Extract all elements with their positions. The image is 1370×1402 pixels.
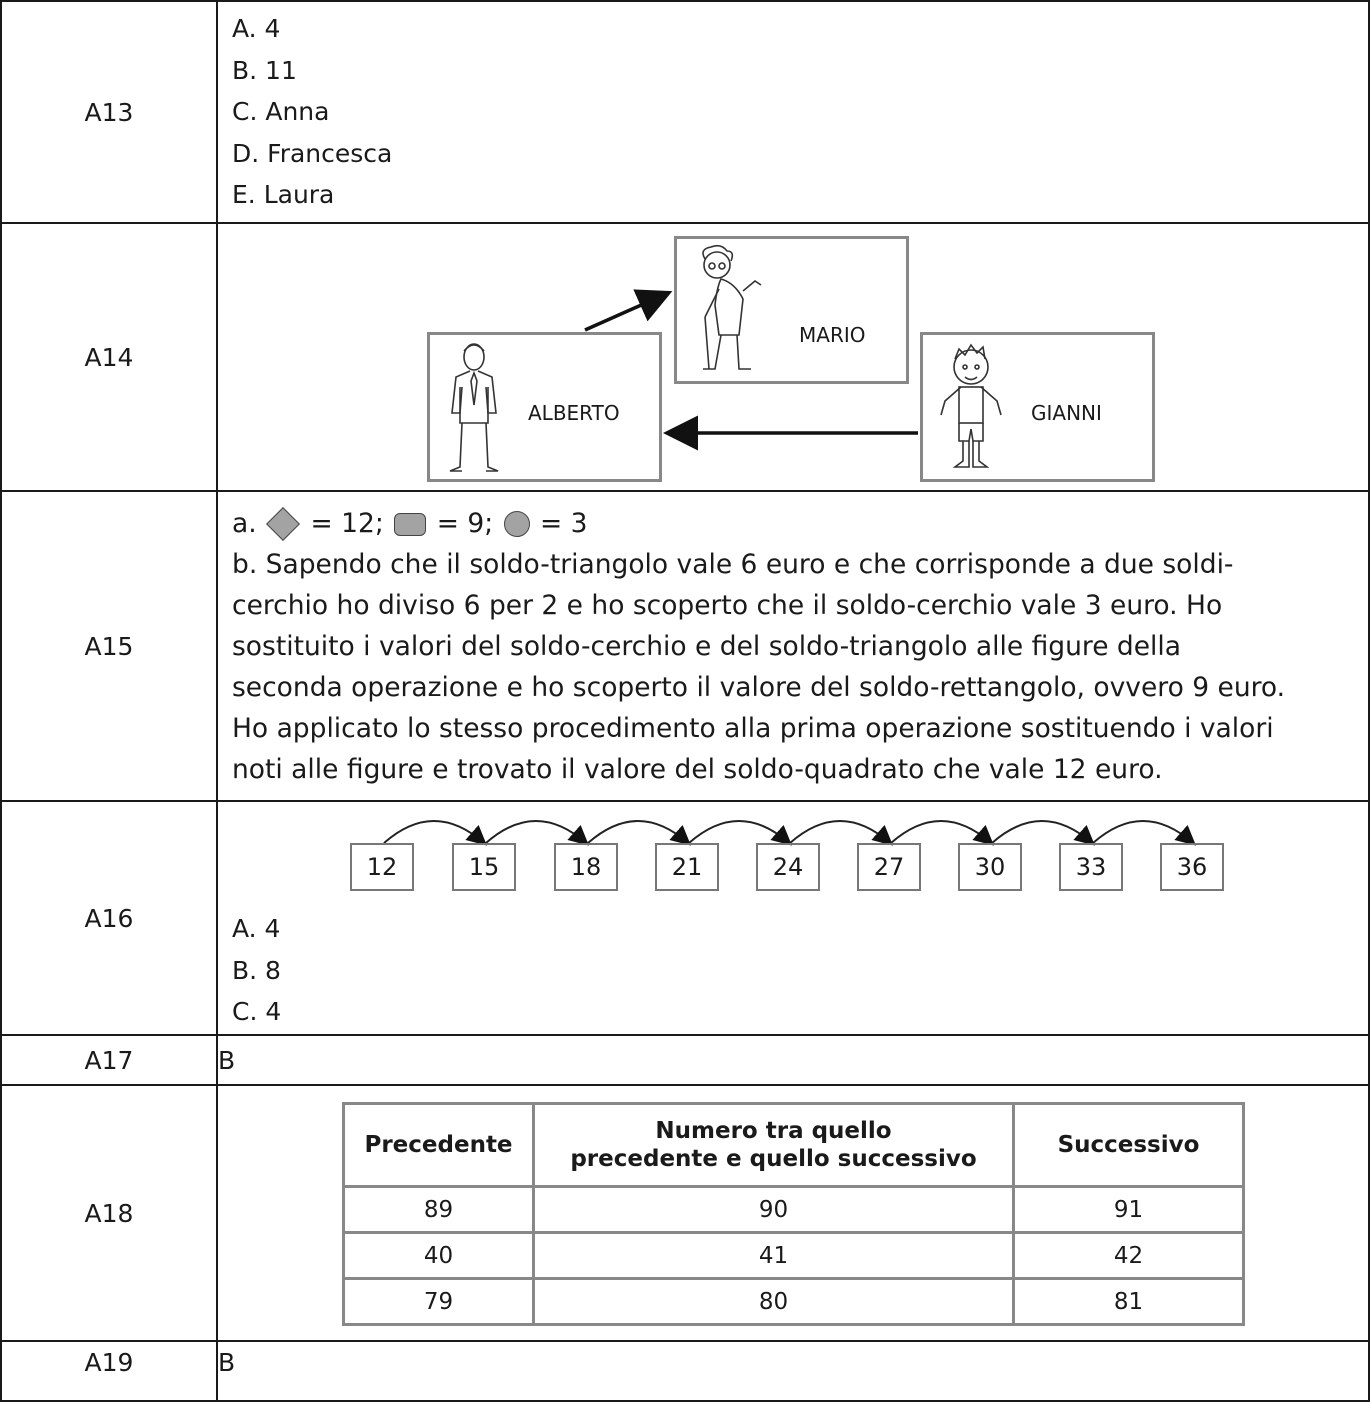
table-cell: 90 bbox=[532, 1185, 1015, 1234]
table-row: 40 41 42 bbox=[342, 1231, 1245, 1280]
man-icon bbox=[449, 343, 499, 472]
option: C. Anna bbox=[232, 97, 330, 127]
number-table: Precedente Numero tra quello precedente … bbox=[342, 1102, 1245, 1326]
sequence-number: 36 bbox=[1160, 843, 1224, 891]
rectangle-shape-icon bbox=[394, 512, 427, 536]
boy-icon bbox=[940, 343, 1002, 468]
paragraph-line: seconda operazione e ho scoperto il valo… bbox=[232, 671, 1286, 703]
row-content: a. = 12; = 9; = 3 b. Sapendo che il sold… bbox=[216, 490, 1370, 802]
row-label: A13 bbox=[0, 0, 218, 224]
paragraph-line: sostituito i valori del soldo-cerchio e … bbox=[232, 630, 1182, 662]
sequence-number: 21 bbox=[655, 843, 719, 891]
table-header-row: Precedente Numero tra quello precedente … bbox=[342, 1102, 1245, 1188]
table-cell: 79 bbox=[342, 1277, 535, 1326]
header-between: Numero tra quello precedente e quello su… bbox=[532, 1102, 1015, 1188]
row-content: A. 4 B. 8 C. 4 bbox=[216, 800, 1370, 1036]
sequence-number: 30 bbox=[958, 843, 1022, 891]
table-cell: 91 bbox=[1012, 1185, 1245, 1234]
answer: B bbox=[216, 1034, 1370, 1086]
sequence-number: 27 bbox=[857, 843, 921, 891]
row-label: A17 bbox=[0, 1034, 218, 1086]
sequence-number: 12 bbox=[350, 843, 414, 891]
option: A. 4 bbox=[232, 914, 281, 943]
row-a13: A13 A. 4 B. 11 C. Anna D. Francesca E. L… bbox=[0, 0, 1370, 224]
table-cell: 80 bbox=[532, 1277, 1015, 1326]
old-man-icon bbox=[702, 244, 762, 370]
option: A. 4 bbox=[232, 14, 281, 44]
alberto-card: ALBERTO bbox=[427, 332, 662, 482]
row-content: A. 4 B. 11 C. Anna D. Francesca E. Laura bbox=[216, 0, 1370, 224]
mario-name: MARIO bbox=[799, 323, 866, 347]
table-cell: 89 bbox=[342, 1185, 535, 1234]
options-list: A. 4 B. 8 C. 4 bbox=[218, 908, 1368, 1033]
sequence-number: 24 bbox=[756, 843, 820, 891]
row-label: A15 bbox=[0, 490, 218, 802]
header-precedente: Precedente bbox=[342, 1102, 535, 1188]
table-cell: 42 bbox=[1012, 1231, 1245, 1280]
sequence-number: 33 bbox=[1059, 843, 1123, 891]
header-successivo: Successivo bbox=[1012, 1102, 1245, 1188]
table-row: 89 90 91 bbox=[342, 1185, 1245, 1234]
values-line: a. = 12; = 9; = 3 bbox=[232, 503, 1368, 544]
row-a15: A15 a. = 12; = 9; = 3 b. Sapendo che il … bbox=[0, 490, 1370, 802]
paragraph-line: Ho applicato lo stesso procedimento alla… bbox=[232, 712, 1274, 744]
paragraph-line: cerchio ho diviso 6 per 2 e ho scoperto … bbox=[232, 589, 1223, 621]
table-cell: 41 bbox=[532, 1231, 1015, 1280]
circle-shape-icon bbox=[503, 511, 530, 537]
row-label: A16 bbox=[0, 800, 218, 1036]
paragraph-line: b. Sapendo che il soldo-triangolo vale 6… bbox=[232, 548, 1234, 580]
sequence-number: 18 bbox=[554, 843, 618, 891]
alberto-name: ALBERTO bbox=[528, 401, 620, 425]
gianni-name: GIANNI bbox=[1031, 401, 1102, 425]
option: B. 11 bbox=[232, 55, 297, 85]
table-cell: 81 bbox=[1012, 1277, 1245, 1326]
options-list: A. 4 B. 11 C. Anna D. Francesca E. Laura bbox=[218, 8, 1368, 216]
answer: B bbox=[216, 1340, 1370, 1402]
mario-card: MARIO bbox=[674, 236, 909, 384]
row-a16: A16 A. 4 B. 8 C. 4 bbox=[0, 800, 1370, 1036]
row-label: A18 bbox=[0, 1084, 218, 1342]
a15-text: a. = 12; = 9; = 3 b. Sapendo che il sold… bbox=[218, 503, 1368, 790]
diamond-shape-icon bbox=[266, 507, 301, 541]
option: B. 8 bbox=[232, 955, 281, 985]
option: D. Francesca bbox=[232, 138, 393, 168]
option: C. 4 bbox=[232, 997, 282, 1026]
row-label: A14 bbox=[0, 222, 218, 492]
table-cell: 40 bbox=[342, 1231, 535, 1280]
row-a17: A17 B bbox=[0, 1034, 1370, 1086]
table-row: 79 80 81 bbox=[342, 1277, 1245, 1326]
gianni-card: GIANNI bbox=[920, 332, 1155, 482]
paragraph-line: noti alle figure e trovato il valore del… bbox=[232, 753, 1163, 785]
option: E. Laura bbox=[232, 180, 335, 210]
row-label: A19 bbox=[0, 1340, 218, 1402]
sequence-number: 15 bbox=[452, 843, 516, 891]
row-a19: A19 B bbox=[0, 1340, 1370, 1402]
